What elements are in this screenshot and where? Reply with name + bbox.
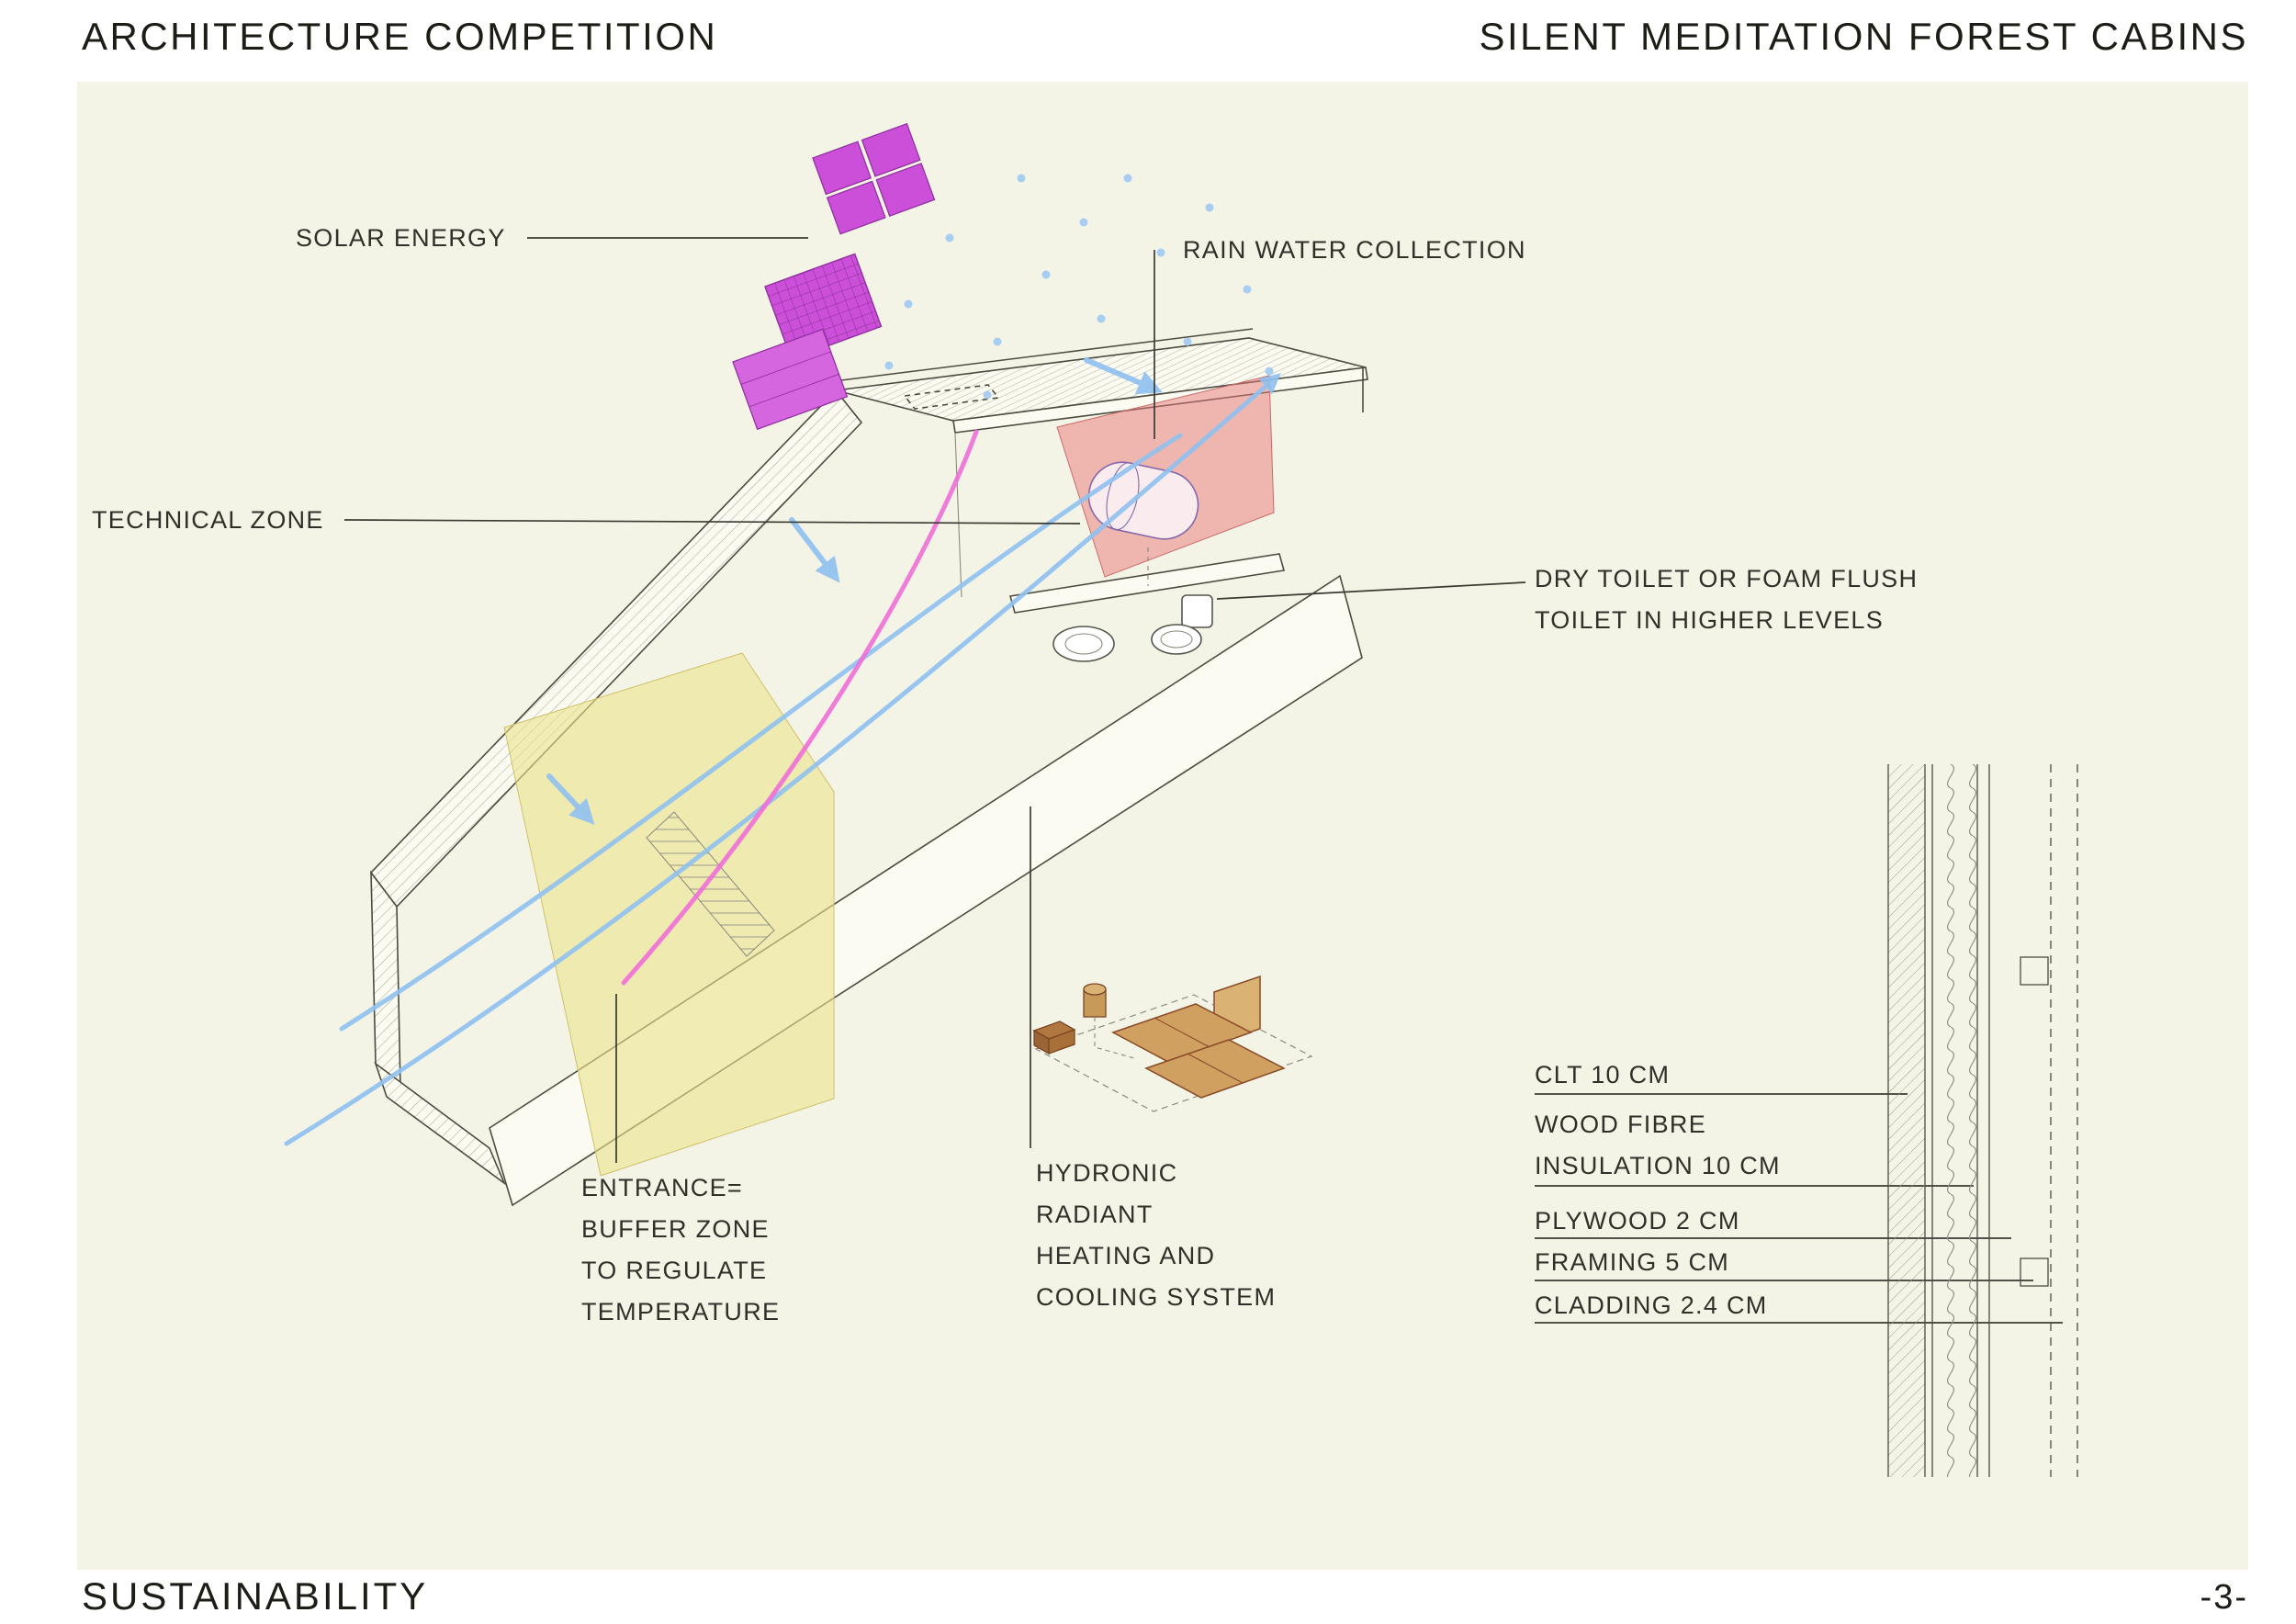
label-entrance-buffer: ENTRANCE= BUFFER ZONE TO REGULATE TEMPER…: [581, 1167, 780, 1333]
label-line: HEATING AND: [1036, 1242, 1216, 1269]
buffer-zone-highlight: [503, 652, 835, 1177]
label-line: WOOD FIBRE: [1535, 1111, 1706, 1138]
hydronic-system-detail: [1032, 975, 1313, 1112]
label-line: HYDRONIC: [1036, 1159, 1178, 1187]
wall-detail-drawing: [1887, 764, 2078, 1477]
label-dry-toilet: DRY TOILET OR FOAM FLUSH TOILET IN HIGHE…: [1535, 558, 1918, 641]
rainflow-arrow: [1084, 357, 1163, 395]
wall-layer-label-insulation: WOOD FIBRE INSULATION 10 CM: [1535, 1104, 1781, 1187]
label-solar-energy: SOLAR ENERGY: [296, 224, 506, 252]
label-rain-water-collection: RAIN WATER COLLECTION: [1183, 236, 1526, 264]
label-hydronic-system: HYDRONIC RADIANT HEATING AND COOLING SYS…: [1036, 1153, 1276, 1318]
toilet-leader: [1216, 581, 1526, 600]
header-title-left: ARCHITECTURE COMPETITION: [82, 15, 718, 58]
label-line: INSULATION 10 CM: [1535, 1152, 1781, 1179]
label-line: DRY TOILET OR FOAM FLUSH: [1535, 565, 1919, 592]
stair-strip: [646, 811, 775, 957]
airflow-arrow: [789, 517, 840, 583]
toilet-fixture: [1151, 594, 1213, 655]
label-line: ENTRANCE=: [581, 1174, 743, 1201]
airflow-arrow: [546, 773, 595, 825]
water-flow-curve: [621, 429, 979, 986]
sink-fixture: [1052, 626, 1115, 662]
building-section: [369, 328, 1368, 1207]
footer-title: SUSTAINABILITY: [82, 1574, 429, 1618]
page-number: -3-: [2200, 1578, 2248, 1617]
left-wall: [370, 870, 401, 1092]
mid-floor: [1008, 553, 1286, 614]
framing-block: [2020, 956, 2049, 986]
insulation-layer: [1932, 764, 1977, 1477]
wall-layer-label-clt: CLT 10 CM: [1535, 1061, 1671, 1088]
clt-layer: [1888, 764, 1925, 1477]
technical-leader: [343, 519, 1081, 524]
label-line: TOILET IN HIGHER LEVELS: [1535, 606, 1885, 634]
wall-layer-label-cladding: CLADDING 2.4 CM: [1535, 1291, 1768, 1319]
base-band: [374, 1061, 506, 1186]
water-tank: [1087, 461, 1199, 540]
framing-block: [2020, 1257, 2049, 1287]
wall-layer-label-plywood: PLYWOOD 2 CM: [1535, 1207, 1740, 1235]
solar-panel-array: [732, 122, 936, 431]
label-line: RADIANT: [1036, 1201, 1154, 1228]
airflow-curves: [284, 357, 1281, 1146]
rain-dots: [884, 174, 1274, 400]
label-technical-zone: TECHNICAL ZONE: [92, 506, 324, 534]
label-line: COOLING SYSTEM: [1036, 1283, 1277, 1311]
label-line: BUFFER ZONE: [581, 1215, 770, 1243]
wall-layer-label-framing: FRAMING 5 CM: [1535, 1248, 1730, 1276]
label-line: TO REGULATE: [581, 1257, 768, 1284]
header-title-right: SILENT MEDITATION FOREST CABINS: [1479, 15, 2248, 58]
label-line: TEMPERATURE: [581, 1298, 781, 1325]
